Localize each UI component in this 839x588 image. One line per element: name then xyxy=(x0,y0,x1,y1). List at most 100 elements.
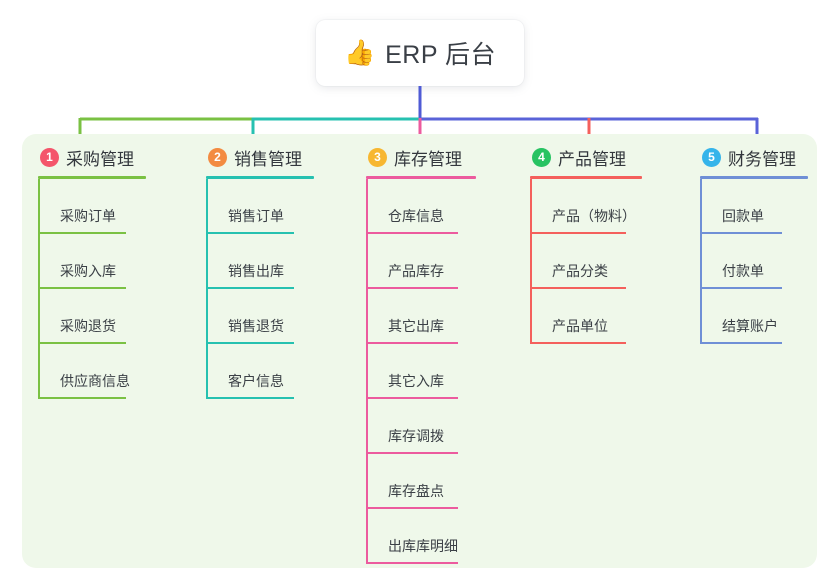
column-items-3: 仓库信息产品库存其它出库其它入库库存调拨库存盘点出库库明细 xyxy=(366,179,476,564)
leaf-item-rule xyxy=(366,287,458,289)
column-header-rule-5 xyxy=(700,176,808,179)
leaf-item[interactable]: 供应商信息 xyxy=(38,344,146,399)
leaf-item[interactable]: 产品库存 xyxy=(366,234,476,289)
leaf-item[interactable]: 采购订单 xyxy=(38,179,146,234)
leaf-item-label: 库存盘点 xyxy=(388,483,444,499)
leaf-item-rule xyxy=(366,397,458,399)
column-header-rule-1 xyxy=(38,176,146,179)
column-badge-1: 1 xyxy=(40,147,59,167)
column-title-2: 销售管理 xyxy=(234,149,302,169)
column-title-5: 财务管理 xyxy=(728,149,796,169)
root-node-card[interactable]: 👍 ERP 后台 xyxy=(316,20,524,86)
column-trunk-2 xyxy=(206,179,208,399)
column-header-rule-4 xyxy=(530,176,642,179)
leaf-item[interactable]: 其它入库 xyxy=(366,344,476,399)
column-4: 4 产品管理产品（物料） 产品分类产品单位 xyxy=(530,144,642,344)
leaf-item-label: 采购入库 xyxy=(60,263,116,279)
leaf-item-rule xyxy=(530,287,626,289)
leaf-item-rule xyxy=(530,342,626,344)
leaf-item-label: 产品库存 xyxy=(388,263,444,279)
column-trunk-4 xyxy=(530,179,532,344)
column-badge-3: 3 xyxy=(368,147,387,167)
leaf-item[interactable]: 库存盘点 xyxy=(366,454,476,509)
column-title-1: 采购管理 xyxy=(66,149,134,169)
column-5: 5 财务管理回款单付款单结算账户 xyxy=(700,144,808,344)
column-trunk-5 xyxy=(700,179,702,344)
column-header-2[interactable]: 2 销售管理 xyxy=(206,144,314,170)
leaf-item-rule xyxy=(38,287,126,289)
column-3: 3 库存管理仓库信息产品库存其它出库其它入库库存调拨库存盘点出库库明细 xyxy=(366,144,476,564)
leaf-item-label: 供应商信息 xyxy=(60,373,130,389)
leaf-item-rule xyxy=(206,287,294,289)
leaf-item-label: 销售退货 xyxy=(228,318,284,334)
leaf-item-label: 采购退货 xyxy=(60,318,116,334)
leaf-item-label: 销售订单 xyxy=(228,208,284,224)
leaf-item[interactable]: 付款单 xyxy=(700,234,808,289)
leaf-item-rule xyxy=(366,507,458,509)
leaf-item-rule xyxy=(366,342,458,344)
leaf-item-rule xyxy=(530,232,626,234)
leaf-item[interactable]: 库存调拨 xyxy=(366,399,476,454)
column-header-4[interactable]: 4 产品管理 xyxy=(530,144,642,170)
column-items-1: 采购订单采购入库采购退货供应商信息 xyxy=(38,179,146,399)
column-header-1[interactable]: 1 采购管理 xyxy=(38,144,146,170)
leaf-item-label: 库存调拨 xyxy=(388,428,444,444)
column-items-5: 回款单付款单结算账户 xyxy=(700,179,808,344)
leaf-item[interactable]: 结算账户 xyxy=(700,289,808,344)
column-trunk-1 xyxy=(38,179,40,399)
thumbs-up-icon: 👍 xyxy=(343,38,376,67)
leaf-item-rule xyxy=(700,287,782,289)
column-badge-4: 4 xyxy=(532,147,551,167)
leaf-item[interactable]: 其它出库 xyxy=(366,289,476,344)
column-items-4: 产品（物料） 产品分类产品单位 xyxy=(530,179,642,344)
leaf-item[interactable]: 采购退货 xyxy=(38,289,146,344)
leaf-item-label: 产品单位 xyxy=(552,318,608,334)
leaf-item[interactable]: 回款单 xyxy=(700,179,808,234)
column-items-2: 销售订单销售出库销售退货客户信息 xyxy=(206,179,314,399)
column-header-rule-2 xyxy=(206,176,314,179)
leaf-item-label: 出库库明细 xyxy=(388,538,458,554)
leaf-item-label: 采购订单 xyxy=(60,208,116,224)
column-header-rule-3 xyxy=(366,176,476,179)
leaf-item-rule xyxy=(366,232,458,234)
leaf-item[interactable]: 仓库信息 xyxy=(366,179,476,234)
leaf-item-rule xyxy=(700,342,782,344)
root-node-label: ERP 后台 xyxy=(385,41,497,69)
leaf-item[interactable]: 销售退货 xyxy=(206,289,314,344)
leaf-item-rule xyxy=(38,232,126,234)
column-2: 2 销售管理销售订单销售出库销售退货客户信息 xyxy=(206,144,314,399)
leaf-item-label: 回款单 xyxy=(722,208,764,224)
leaf-item-rule xyxy=(206,342,294,344)
leaf-item-label: 其它入库 xyxy=(388,373,444,389)
leaf-item-label: 销售出库 xyxy=(228,263,284,279)
leaf-item-rule xyxy=(38,342,126,344)
leaf-item-label: 其它出库 xyxy=(388,318,444,334)
leaf-item[interactable]: 产品（物料） xyxy=(530,179,642,234)
leaf-item-rule xyxy=(366,452,458,454)
leaf-item[interactable]: 客户信息 xyxy=(206,344,314,399)
column-header-5[interactable]: 5 财务管理 xyxy=(700,144,808,170)
column-badge-2: 2 xyxy=(208,147,227,167)
leaf-item-rule xyxy=(206,232,294,234)
column-title-3: 库存管理 xyxy=(394,149,462,169)
leaf-item[interactable]: 销售出库 xyxy=(206,234,314,289)
column-badge-5: 5 xyxy=(702,147,721,167)
column-title-4: 产品管理 xyxy=(558,149,626,169)
column-1: 1 采购管理采购订单采购入库采购退货供应商信息 xyxy=(38,144,146,399)
leaf-item[interactable]: 销售订单 xyxy=(206,179,314,234)
diagram-panel xyxy=(22,134,817,568)
leaf-item-label: 结算账户 xyxy=(722,318,778,334)
leaf-item-rule xyxy=(366,562,458,564)
column-trunk-3 xyxy=(366,179,368,564)
leaf-item[interactable]: 产品单位 xyxy=(530,289,642,344)
leaf-item-rule xyxy=(38,397,126,399)
leaf-item-label: 付款单 xyxy=(722,263,764,279)
leaf-item-label: 产品分类 xyxy=(552,263,608,279)
leaf-item[interactable]: 采购入库 xyxy=(38,234,146,289)
leaf-item-label: 仓库信息 xyxy=(388,208,444,224)
column-header-3[interactable]: 3 库存管理 xyxy=(366,144,476,170)
leaf-item-rule xyxy=(206,397,294,399)
leaf-item[interactable]: 出库库明细 xyxy=(366,509,476,564)
leaf-item[interactable]: 产品分类 xyxy=(530,234,642,289)
